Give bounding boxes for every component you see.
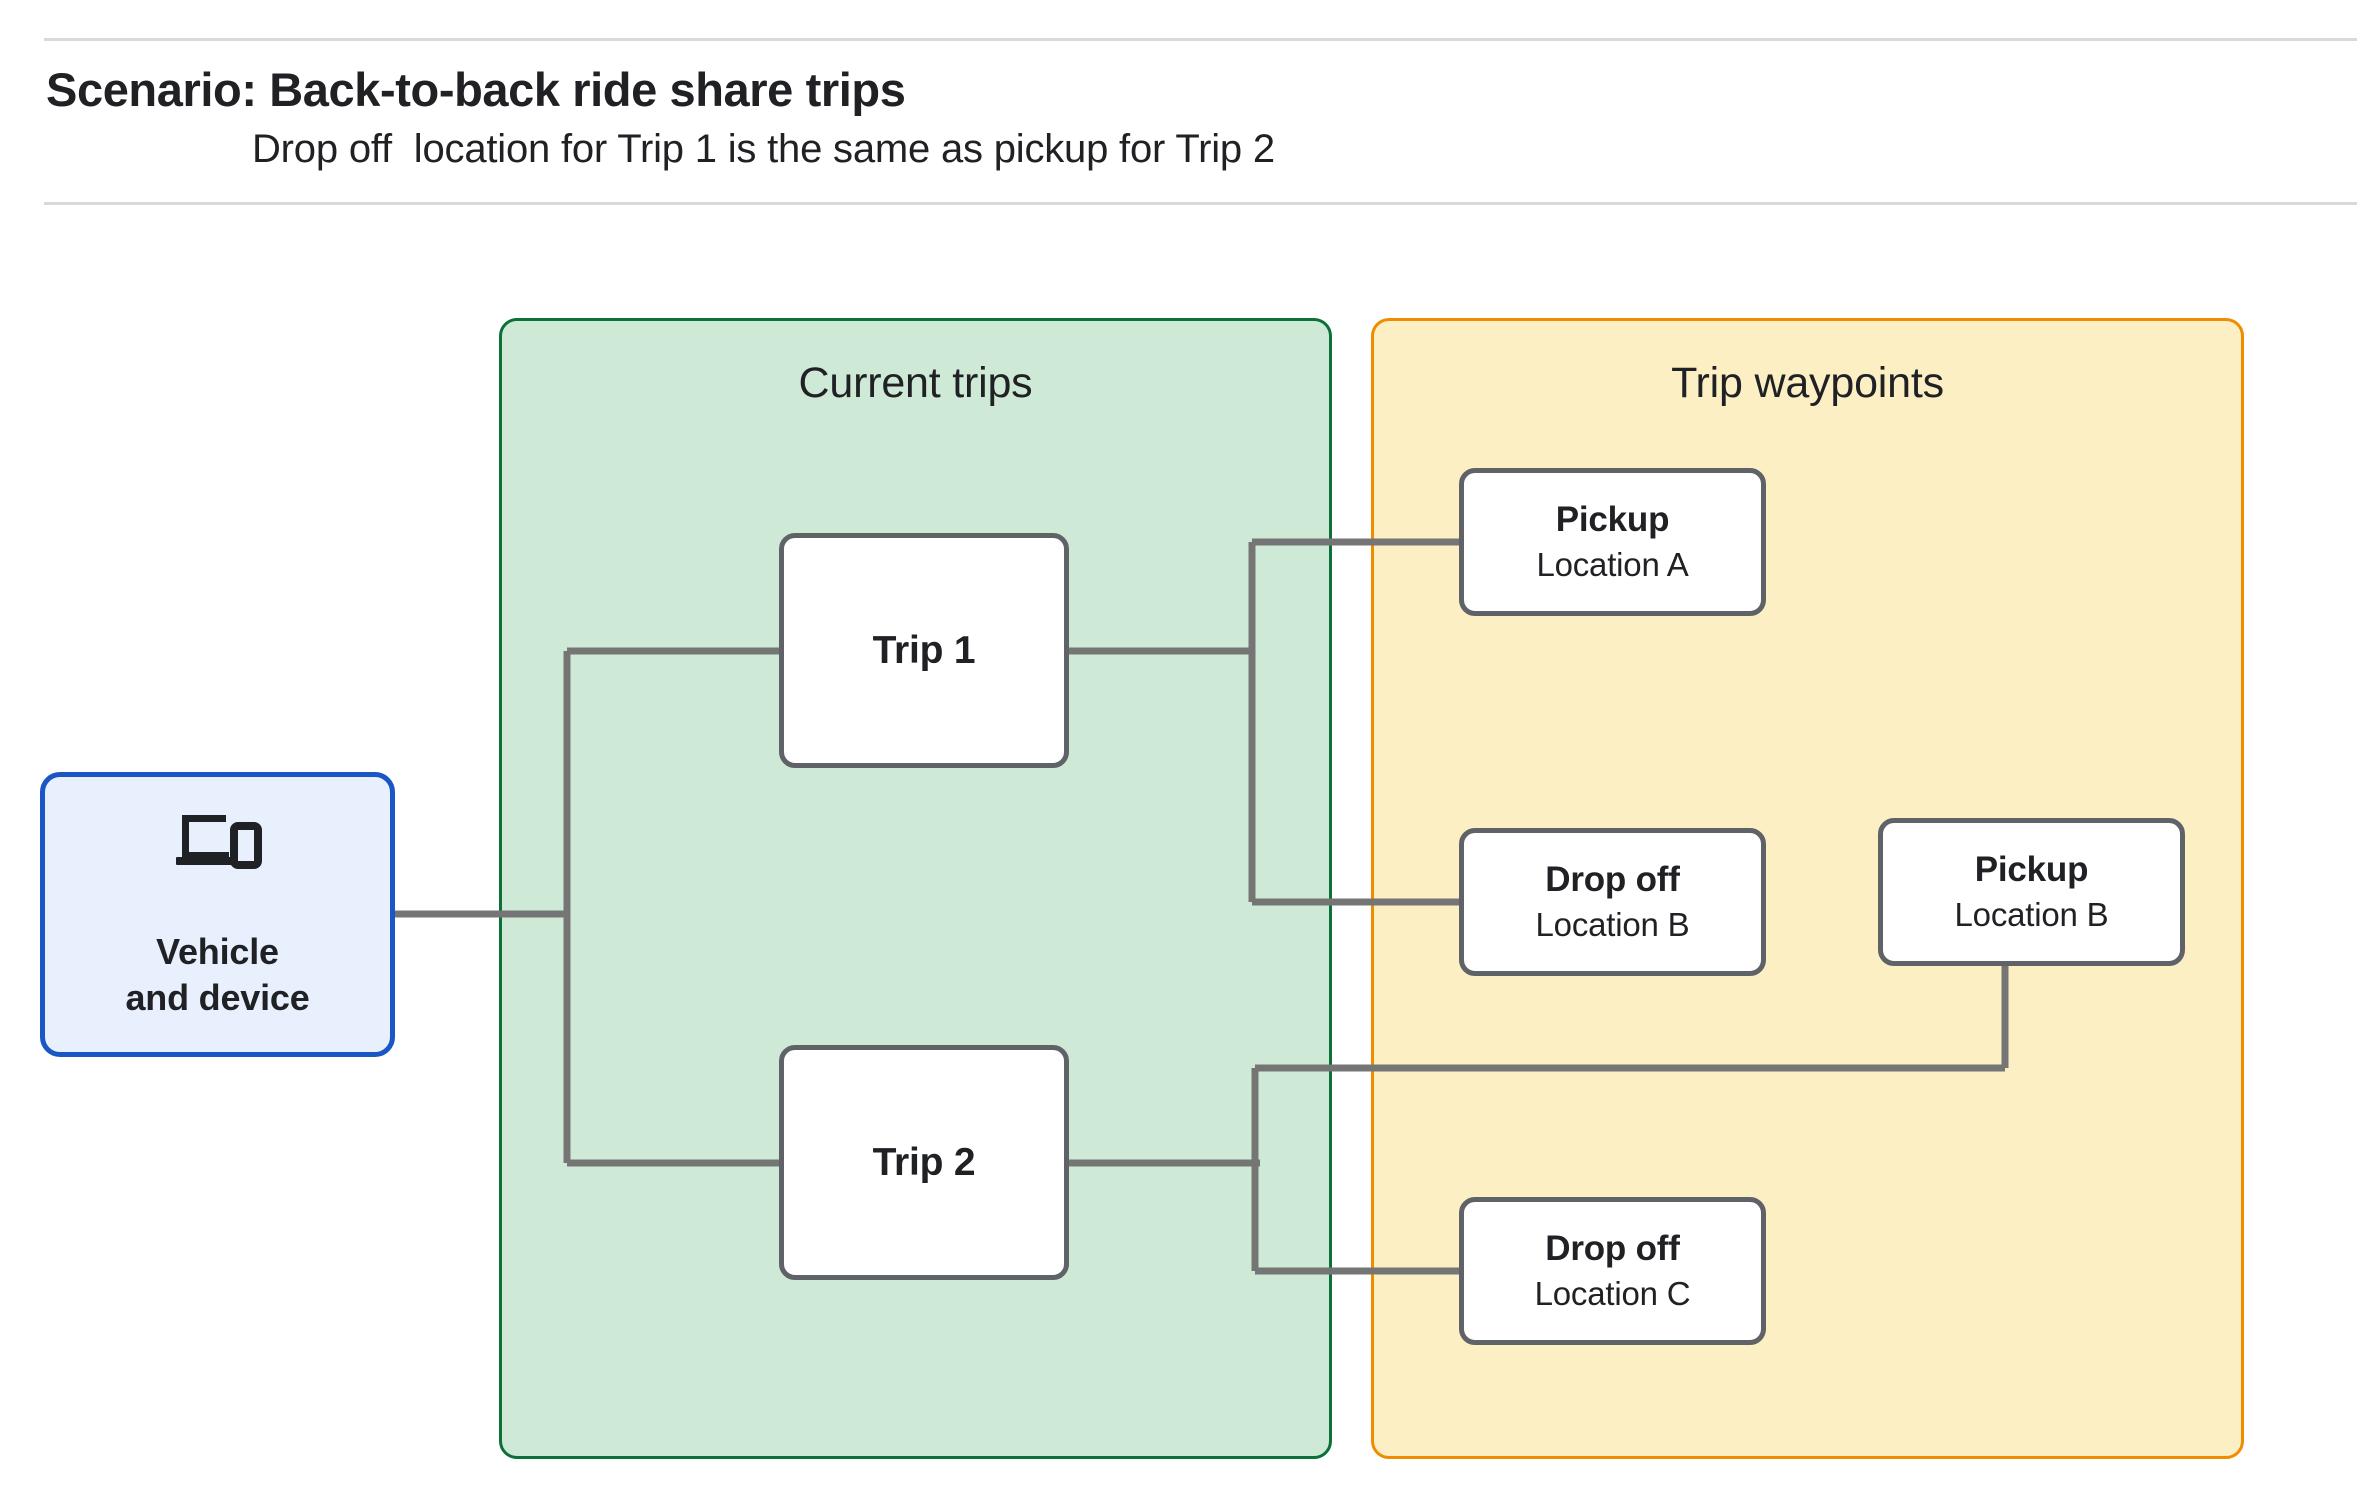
group-current-trips-title: Current trips: [798, 359, 1033, 407]
node-trip-1-label: Trip 1: [872, 628, 976, 672]
page-title: Scenario: Back-to-back ride share trips: [46, 63, 906, 116]
node-dropoff-b-title: Drop off: [1545, 860, 1680, 900]
node-pickup-location-b[interactable]: Pickup Location B: [1878, 818, 2185, 966]
node-trip-2[interactable]: Trip 2: [779, 1045, 1069, 1280]
node-pickup-a-title: Pickup: [1555, 500, 1670, 540]
group-current-trips: Current trips: [499, 318, 1332, 1459]
header: Scenario: Back-to-back ride share trips …: [0, 0, 2357, 205]
node-trip-2-label: Trip 2: [872, 1140, 976, 1184]
node-pickup-b-title: Pickup: [1974, 850, 2089, 890]
devices-icon: [175, 815, 262, 870]
node-dropoff-location-b[interactable]: Drop off Location B: [1459, 828, 1766, 976]
node-vehicle-and-device[interactable]: Vehicle and device: [40, 772, 395, 1057]
header-divider-bottom: [44, 202, 2357, 205]
node-pickup-location-a[interactable]: Pickup Location A: [1459, 468, 1766, 616]
node-dropoff-c-title: Drop off: [1545, 1229, 1680, 1269]
node-pickup-b-location: Location B: [1954, 896, 2109, 934]
group-trip-waypoints-title: Trip waypoints: [1671, 359, 1944, 407]
node-dropoff-b-location: Location B: [1535, 906, 1690, 944]
node-dropoff-c-location: Location C: [1534, 1275, 1691, 1313]
node-dropoff-location-c[interactable]: Drop off Location C: [1459, 1197, 1766, 1345]
node-vehicle-label: Vehicle and device: [125, 931, 310, 1018]
page-subtitle: Drop off location for Trip 1 is the same…: [252, 127, 1275, 171]
header-divider-top: [44, 38, 2357, 41]
node-pickup-a-location: Location A: [1536, 546, 1689, 584]
node-trip-1[interactable]: Trip 1: [779, 533, 1069, 768]
